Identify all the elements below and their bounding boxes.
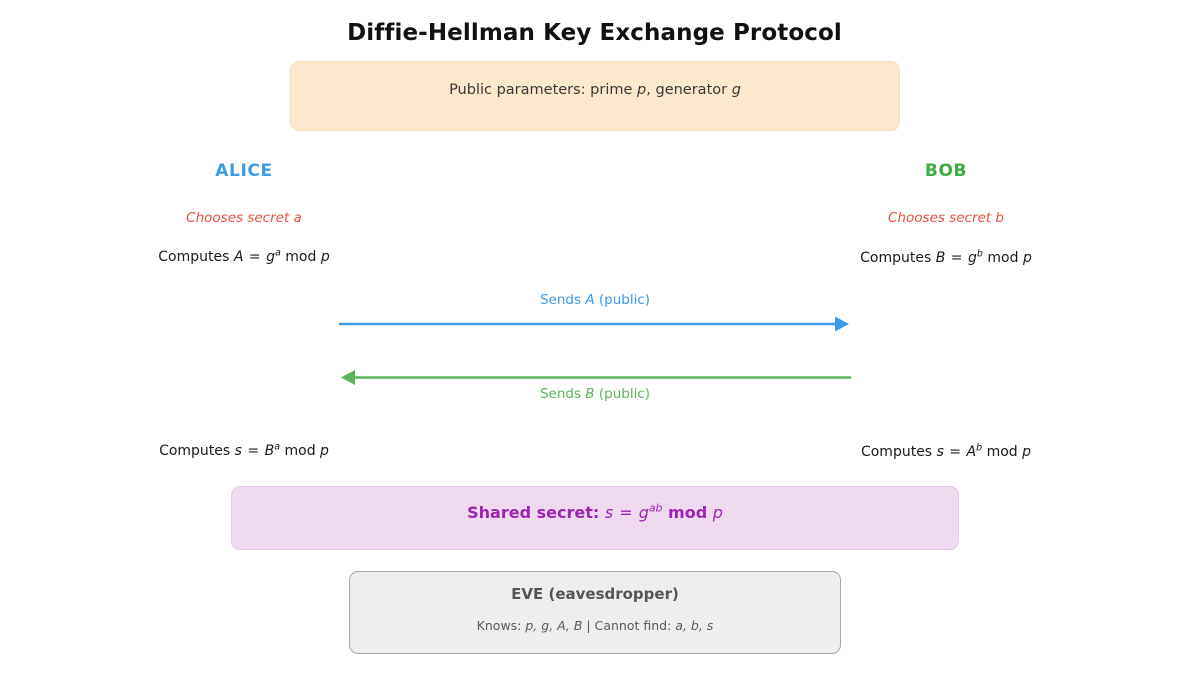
params-prime: p [637, 82, 647, 98]
eve-knows-values: p, g, A, B [525, 618, 583, 633]
shared-secret-box [231, 486, 959, 550]
arrow-alice-to-bob [339, 316, 849, 332]
eve-knowledge-text: Knows: p, g, A, B | Cannot find: a, b, s [349, 618, 841, 633]
alice-compute-eq: = [244, 249, 266, 265]
alice-final-exponent: a [274, 441, 281, 453]
shared-secret-text: Shared secret: s = gab mod p [231, 503, 959, 522]
shared-secret-eq: = [614, 503, 638, 522]
bob-final-base: A [966, 444, 977, 460]
alice-compute-modulus: p [320, 249, 330, 265]
alice-heading: ALICE [215, 161, 273, 181]
alice-final-eq: = [242, 443, 264, 459]
bob-final-exponent: b [976, 442, 983, 454]
shared-secret-base: g [638, 503, 649, 522]
params-generator: g [731, 82, 741, 98]
shared-secret-modulus: p [712, 503, 723, 522]
bob-final-mod: mod [982, 444, 1023, 460]
message-b-prefix: Sends [539, 386, 586, 402]
params-prefix: Public parameters: prime [449, 82, 638, 98]
eve-cannot-values: a, b, s [675, 618, 714, 633]
alice-compute-exponent: a [274, 247, 281, 259]
page-title: Diffie-Hellman Key Exchange Protocol [347, 20, 842, 46]
public-parameters-box [290, 61, 900, 131]
bob-final-prefix: Computes [860, 444, 937, 460]
alice-compute-mod: mod [280, 249, 321, 265]
bob-compute-base: g [968, 250, 977, 266]
bob-compute-shared: Computes s = Ab mod p [846, 442, 1046, 460]
alice-final-prefix: Computes [159, 443, 235, 459]
alice-final-base: B [264, 443, 275, 459]
eve-cannot-label: Cannot find: [594, 618, 676, 633]
message-a-var: A [585, 292, 595, 308]
eve-separator: | [582, 618, 595, 633]
shared-secret-var: s [604, 503, 614, 522]
message-a-prefix: Sends [539, 292, 586, 308]
alice-compute-shared: Computes s = Ba mod p [144, 441, 344, 459]
eve-title: EVE (eavesdropper) [511, 585, 679, 603]
alice-secret-text: Chooses secret a [186, 210, 302, 226]
alice-compute-result: A [233, 249, 244, 265]
alice-final-mod: mod [280, 443, 321, 459]
shared-secret-mod: mod [662, 503, 713, 522]
bob-compute-modulus: p [1022, 250, 1032, 266]
params-middle: , generator [646, 82, 732, 98]
bob-final-result: s [936, 444, 944, 460]
public-parameters-text: Public parameters: prime p, generator g [290, 82, 900, 98]
message-b-suffix: (public) [594, 386, 651, 402]
bob-final-modulus: p [1022, 444, 1032, 460]
bob-compute-result: B [935, 250, 946, 266]
bob-compute-exponent: b [976, 248, 983, 260]
eve-knows-label: Knows: [476, 618, 526, 633]
alice-compute-public: Computes A = ga mod p [144, 247, 344, 265]
message-b-var: B [585, 386, 595, 402]
bob-compute-public: Computes B = gb mod p [846, 248, 1046, 266]
eve-box [349, 571, 841, 654]
bob-heading: BOB [924, 161, 968, 181]
arrow-bob-to-alice [341, 370, 851, 385]
alice-final-modulus: p [320, 443, 329, 459]
bob-compute-mod: mod [982, 250, 1023, 266]
message-label-b: Sends B (public) [395, 386, 795, 402]
bob-secret-text: Chooses secret b [888, 210, 1004, 226]
shared-secret-exponent: ab [648, 501, 663, 515]
bob-compute-eq: = [946, 250, 967, 266]
bob-final-eq: = [944, 444, 966, 460]
message-label-a: Sends A (public) [395, 292, 795, 308]
message-arrows [339, 316, 851, 385]
alice-final-result: s [234, 443, 242, 459]
bob-compute-prefix: Computes [860, 250, 936, 266]
message-a-suffix: (public) [594, 292, 651, 308]
shared-secret-label: Shared secret: [467, 503, 605, 522]
alice-compute-prefix: Computes [158, 249, 234, 265]
alice-compute-base: g [266, 249, 275, 265]
